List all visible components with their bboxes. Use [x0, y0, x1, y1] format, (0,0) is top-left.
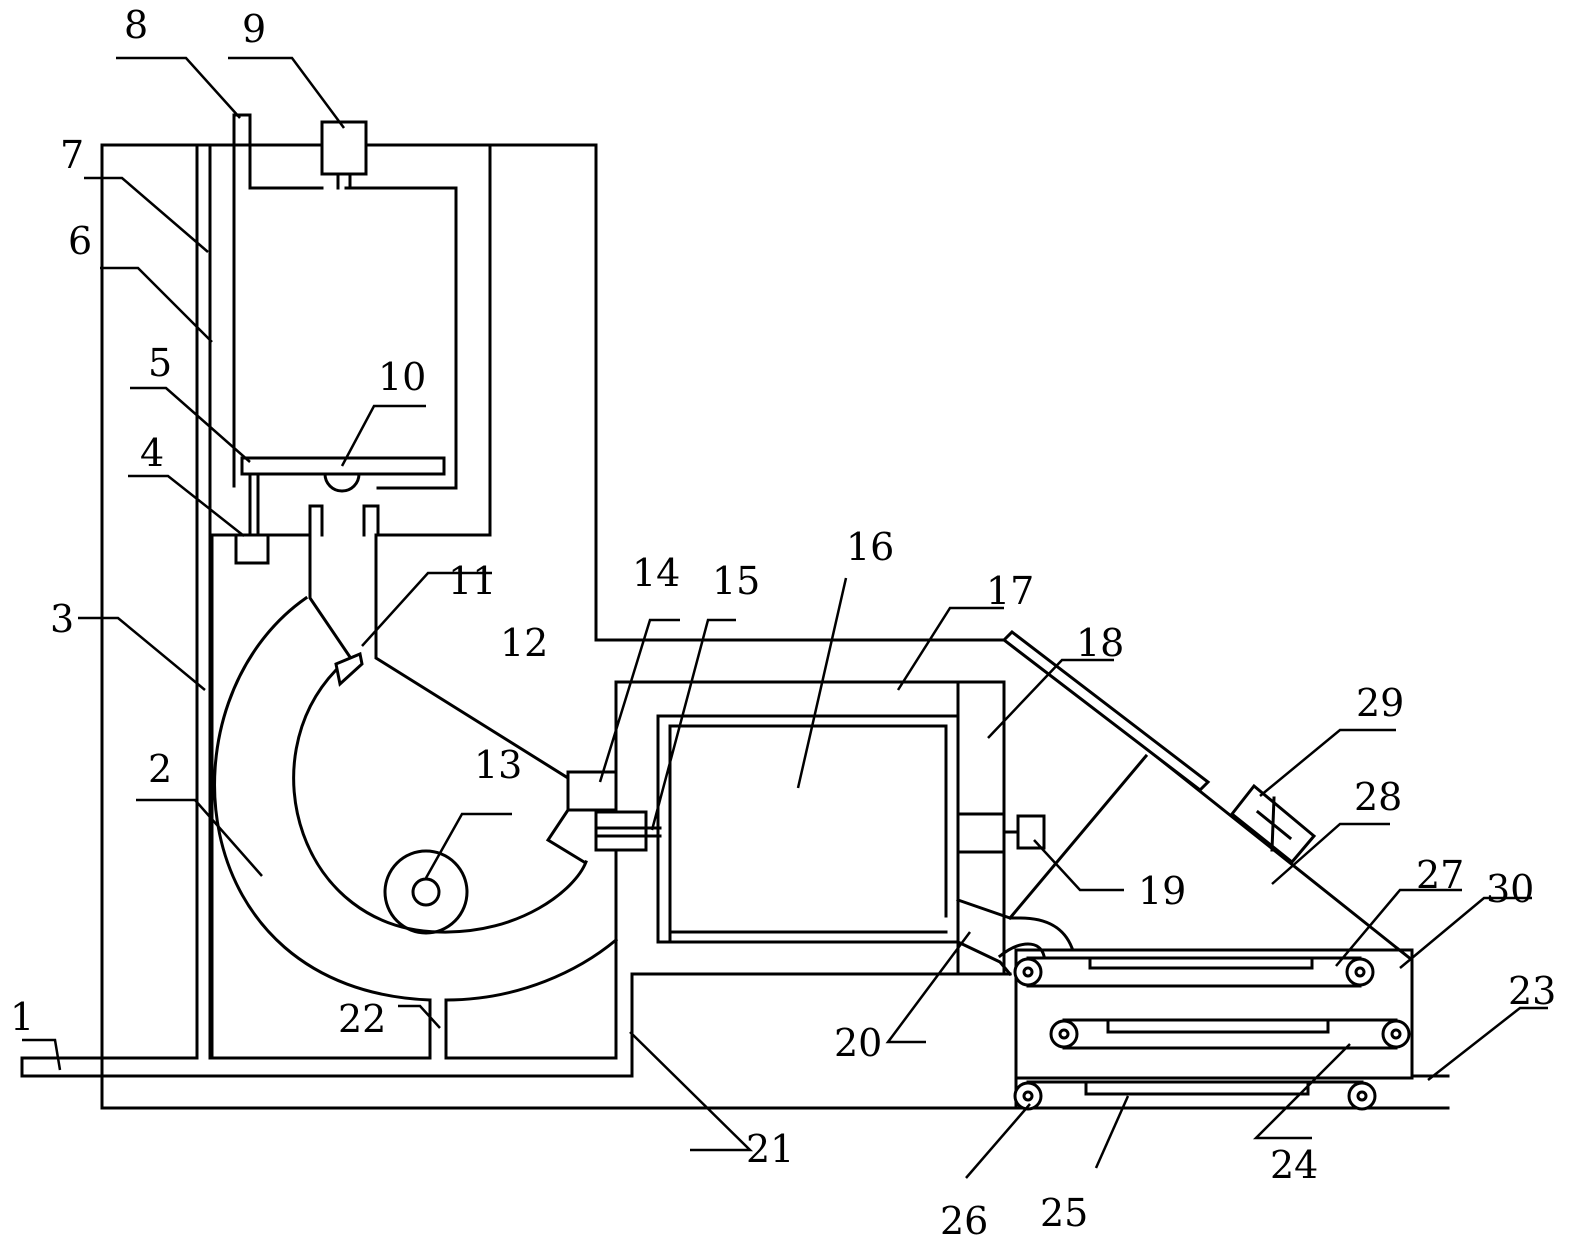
label-10: 10 [378, 355, 426, 399]
sensor-19 [1016, 814, 1046, 850]
label-5: 5 [148, 341, 172, 385]
label-30: 30 [1486, 867, 1534, 911]
hood-panel [1001, 630, 1211, 792]
label-28: 28 [1354, 775, 1402, 819]
leader-lines [22, 56, 1548, 1179]
label-13: 13 [474, 743, 522, 787]
belt-27 [1013, 956, 1375, 988]
label-19: 19 [1138, 869, 1186, 913]
sieve-assembly [234, 456, 446, 565]
valve-box-9 [320, 120, 368, 176]
label-2: 2 [148, 747, 172, 791]
deflector-11 [334, 651, 364, 687]
drum-16 [656, 714, 960, 944]
ball-10 [323, 472, 361, 493]
label-6: 6 [68, 219, 92, 263]
label-14: 14 [632, 551, 680, 595]
label-16: 16 [846, 525, 894, 569]
belt-24 [1049, 1018, 1411, 1050]
label-26: 26 [940, 1199, 988, 1243]
label-23: 23 [1508, 969, 1556, 1013]
part-labels: 1 2 3 4 5 6 7 8 9 10 11 12 13 14 15 16 1… [10, 3, 1556, 1243]
label-17: 17 [986, 569, 1034, 613]
shaft-coupling-15 [594, 810, 648, 852]
motor-14 [566, 770, 618, 812]
label-4: 4 [140, 431, 164, 475]
belt-25 [1013, 1080, 1377, 1111]
label-22: 22 [338, 997, 386, 1041]
label-8: 8 [124, 3, 148, 47]
fan-29 [1229, 783, 1317, 865]
roller-13 [383, 849, 469, 935]
motor-assembly [545, 770, 662, 865]
base-plate [20, 972, 1012, 1078]
curved-channel [213, 533, 619, 1060]
label-15: 15 [712, 559, 760, 603]
label-25: 25 [1040, 1191, 1088, 1235]
label-7: 7 [60, 133, 84, 177]
right-wall-18 [956, 680, 1046, 976]
slanted-hood [1001, 630, 1450, 1078]
label-24: 24 [1270, 1143, 1318, 1187]
label-12: 12 [500, 621, 548, 665]
upper-hopper [232, 113, 492, 537]
label-18: 18 [1076, 621, 1124, 665]
label-9: 9 [242, 7, 266, 51]
label-29: 29 [1356, 681, 1404, 725]
label-1: 1 [10, 995, 34, 1039]
label-27: 27 [1416, 853, 1464, 897]
label-20: 20 [834, 1021, 882, 1065]
cylinder-4 [234, 533, 270, 565]
label-11: 11 [448, 559, 496, 603]
label-21: 21 [746, 1127, 794, 1171]
label-3: 3 [50, 597, 74, 641]
